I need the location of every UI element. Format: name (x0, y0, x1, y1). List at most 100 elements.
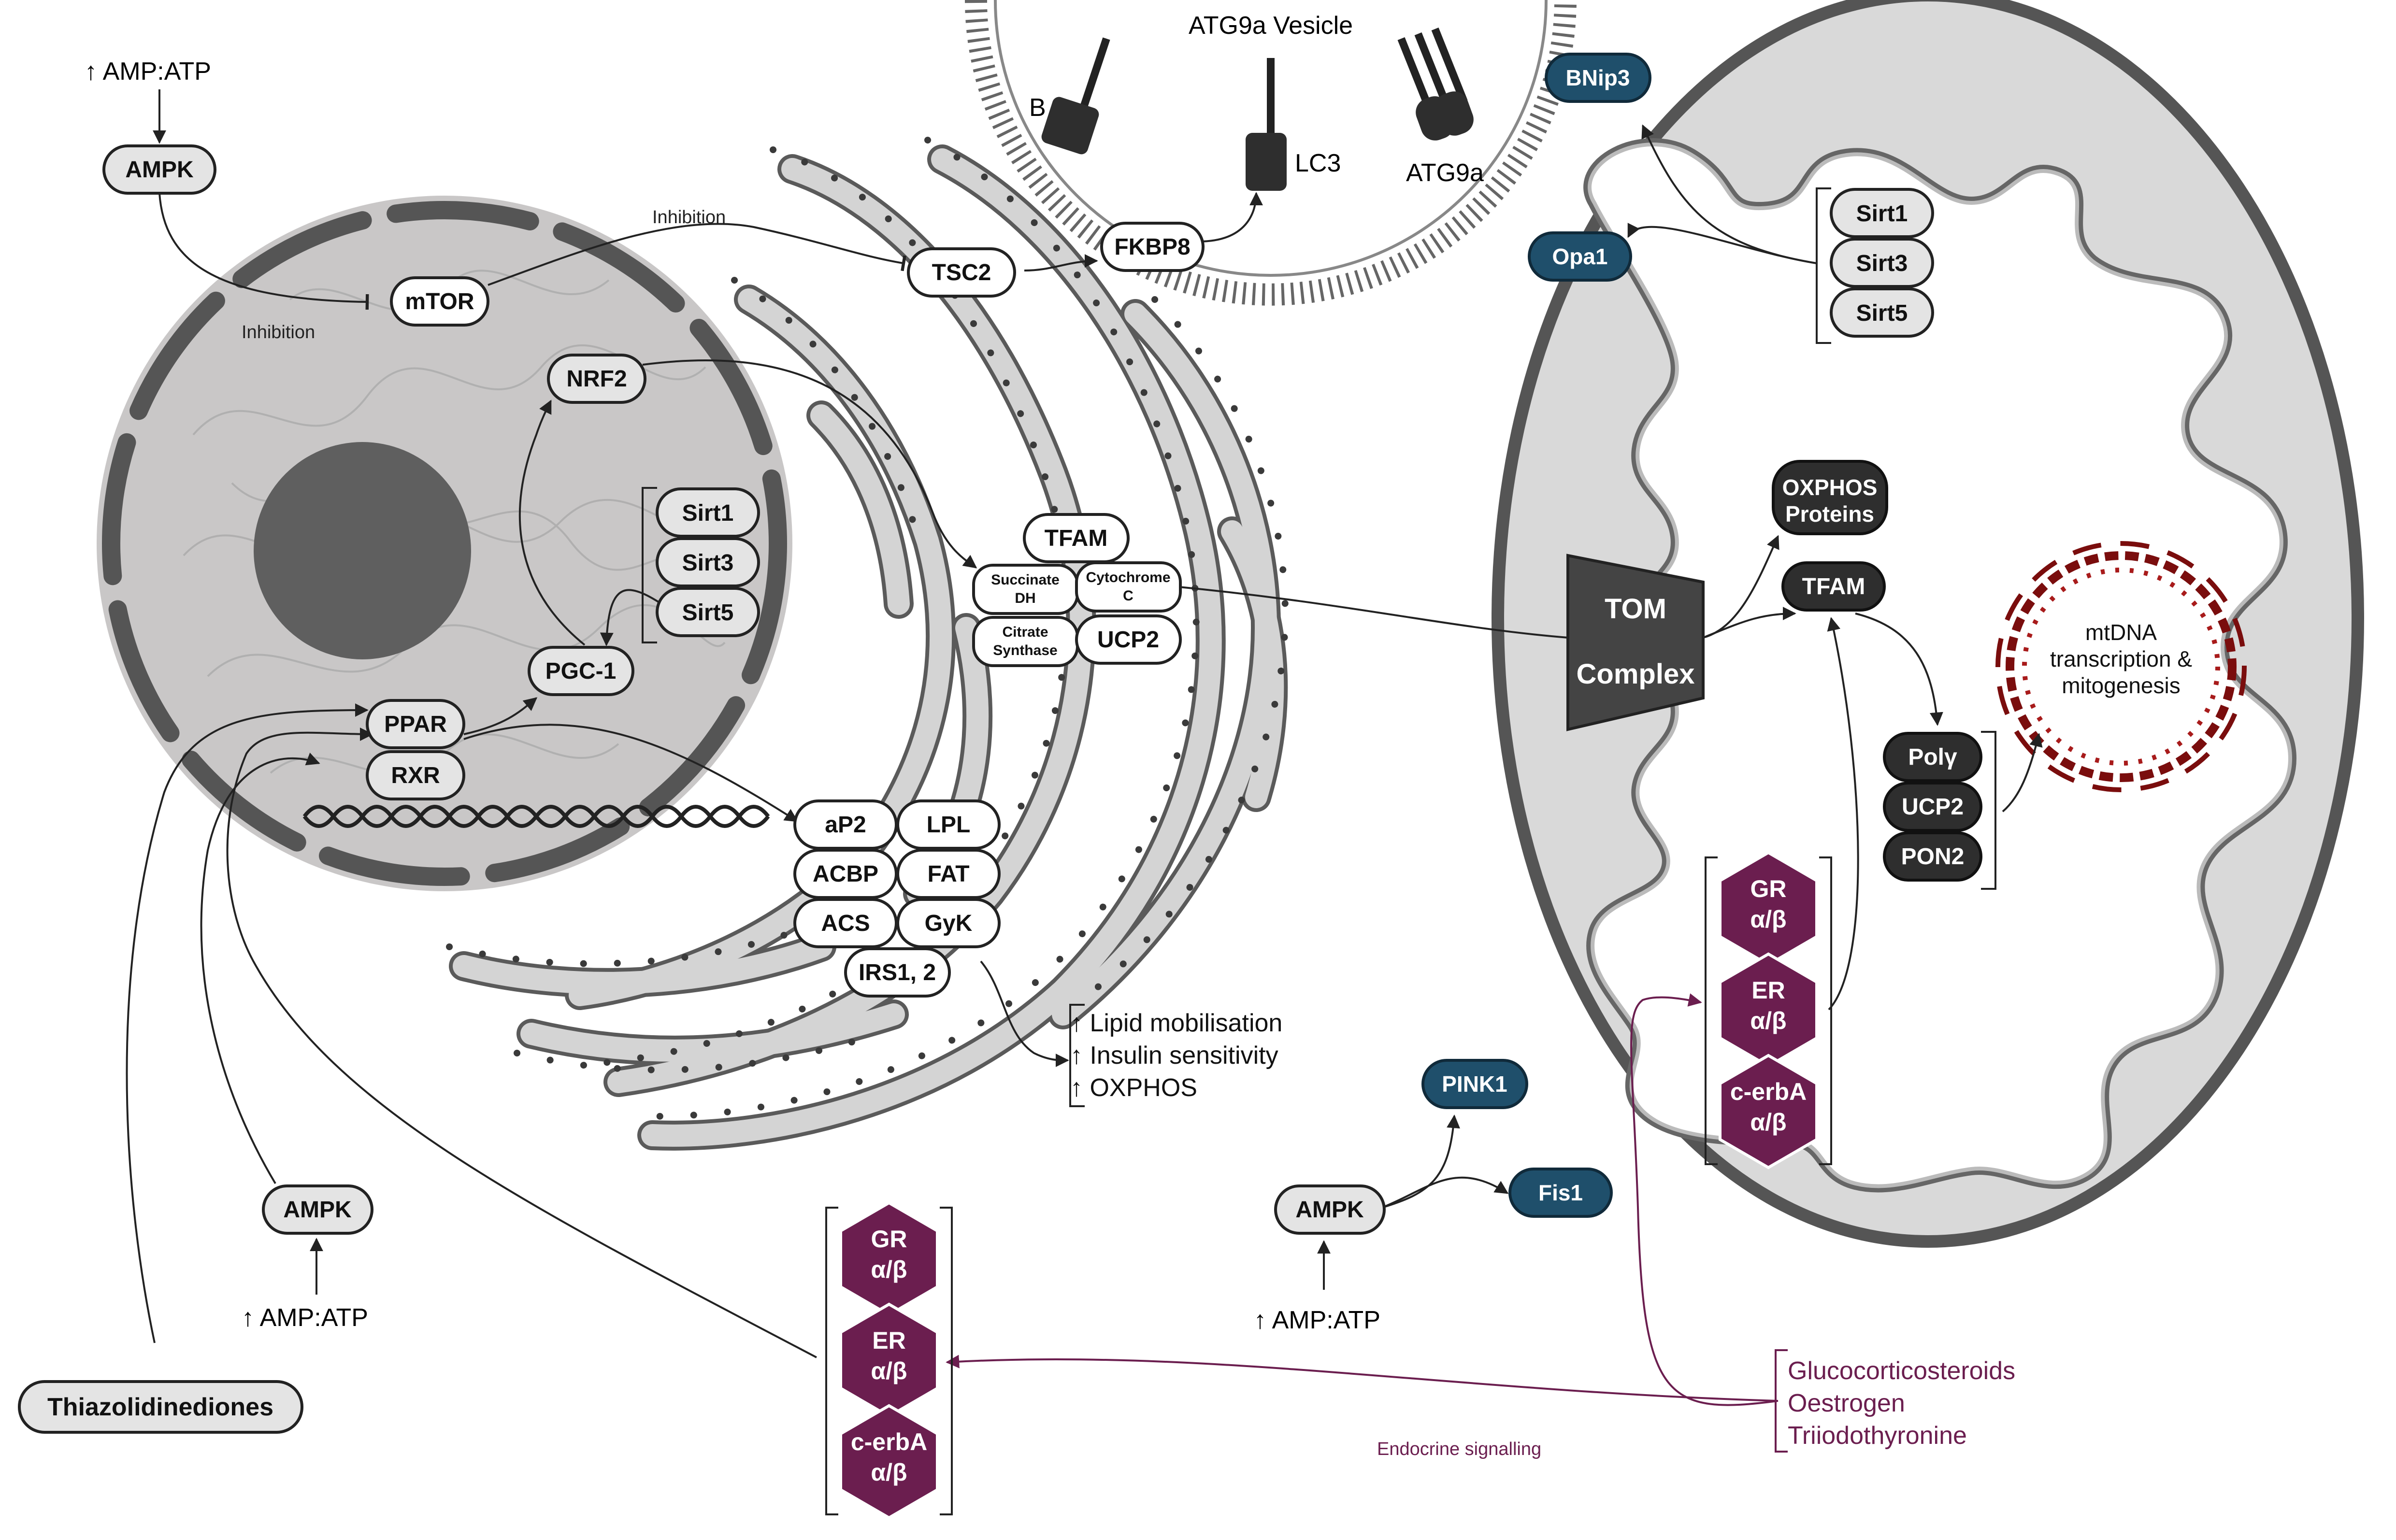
receptor-stack-left: GR α/β ER α/β c-erbA α/β (825, 1201, 953, 1520)
svg-text:BNip3: BNip3 (1566, 65, 1630, 90)
svg-text:ACS: ACS (821, 911, 870, 936)
effect-lipid-mobilisation: ↑ Lipid mobilisation (1070, 1009, 1282, 1037)
target-acbp: ACBP (793, 849, 898, 899)
nucleus-sirt1: Sirt1 (656, 487, 760, 538)
svg-text:AMPK: AMPK (1295, 1197, 1364, 1223)
tom-label: TOM (1605, 593, 1666, 625)
svg-text:UCP2: UCP2 (1902, 794, 1964, 820)
complex-label: Complex (1577, 658, 1695, 690)
mtdna: mtDNA transcription & mitogenesis (1995, 541, 2247, 792)
effect-oxphos: ↑ OXPHOS (1070, 1074, 1197, 1102)
hormone-list: Glucocorticosteroids Oestrogen Triiodoth… (1775, 1349, 2015, 1453)
svg-text:α/β: α/β (1750, 906, 1786, 933)
ampk-top-left: AMPK (102, 144, 216, 195)
svg-text:TFAM: TFAM (1802, 574, 1865, 599)
svg-text:DH: DH (1015, 590, 1035, 606)
svg-text:C: C (1123, 588, 1133, 604)
nucleus-sirt-group: Sirt1 Sirt3 Sirt5 (642, 487, 760, 643)
svg-text:UCP2: UCP2 (1097, 627, 1159, 653)
nucleus-sirt5: Sirt5 (656, 587, 760, 637)
poly-pill: Polγ (1883, 732, 1982, 782)
pgc1-pill: PGC-1 (528, 646, 634, 696)
ppar-target-grid: aP2 LPL ACBP FAT ACS GyK IRS1, 2 (793, 799, 1001, 998)
svg-text:α/β: α/β (1750, 1007, 1786, 1034)
svg-text:Sirt1: Sirt1 (1856, 201, 1908, 227)
svg-text:mTOR: mTOR (405, 289, 474, 314)
svg-text:FKBP8: FKBP8 (1114, 234, 1190, 260)
mito-sirt5: Sirt5 (1830, 287, 1934, 338)
target-gyk: GyK (896, 898, 1001, 948)
hex-er-left: ER α/β (839, 1302, 939, 1418)
poly-ucp2-pon2-group: Polγ UCP2 PON2 (1883, 731, 1996, 890)
svg-text:TSC2: TSC2 (932, 260, 991, 285)
svg-text:GyK: GyK (925, 911, 973, 936)
connectors (126, 89, 2043, 1406)
mito-sirt3: Sirt3 (1830, 238, 1934, 288)
svg-text:Sirt5: Sirt5 (1856, 300, 1908, 326)
svg-text:TFAM: TFAM (1045, 526, 1108, 551)
endocrine-signalling-label: Endocrine signalling (1377, 1439, 1541, 1459)
vesicle-title: ATG9a Vesicle (1189, 12, 1353, 40)
er-ucp2-pill: UCP2 (1075, 614, 1182, 665)
svg-text:α/β: α/β (871, 1459, 907, 1486)
svg-text:c-erbA: c-erbA (1730, 1078, 1807, 1105)
mito-ucp2-pill: UCP2 (1883, 782, 1982, 832)
atg9a-label: ATG9a (1406, 159, 1484, 187)
atg9a-vesicle: ATG9a Vesicle B LC3 ATG9a (965, 0, 1577, 306)
hex-cerba-mito: c-erbA α/β (1719, 1054, 1818, 1169)
svg-text:IRS1, 2: IRS1, 2 (859, 960, 936, 985)
svg-text:Sirt1: Sirt1 (682, 500, 734, 526)
tsc2-pill: TSC2 (907, 247, 1016, 298)
target-acs: ACS (793, 898, 898, 948)
amp-atp-mito: ↑ AMP:ATP (1254, 1306, 1380, 1334)
hormone-glucocorticosteroids: Glucocorticosteroids (1788, 1357, 2015, 1385)
mtdna-line-3: mitogenesis (2062, 673, 2180, 698)
svg-text:GR: GR (871, 1226, 907, 1253)
lc3-protein: LC3 (1246, 58, 1341, 191)
ppar-pill: PPAR (366, 699, 465, 749)
dna-helix (302, 805, 770, 828)
rxr-pill: RXR (366, 750, 465, 800)
pon2-pill: PON2 (1883, 831, 1982, 882)
svg-text:LPL: LPL (927, 812, 971, 838)
svg-text:PGC-1: PGC-1 (545, 658, 617, 684)
svg-text:FAT: FAT (927, 861, 969, 887)
inhibition-label-upper: Inhibition (652, 207, 726, 228)
cytochrome-c-pill: Cytochrome C (1075, 561, 1182, 613)
svg-text:α/β: α/β (871, 1357, 907, 1384)
bnip3-pill: BNip3 (1545, 53, 1651, 103)
target-fat: FAT (896, 849, 1001, 899)
svg-text:Succinate: Succinate (991, 572, 1060, 588)
svg-text:NRF2: NRF2 (566, 366, 627, 392)
amp-atp-top-left: ↑ AMP:ATP (85, 57, 211, 86)
svg-text:α/β: α/β (871, 1256, 907, 1283)
mtor-pill: mTOR (390, 276, 489, 327)
svg-text:AMPK: AMPK (283, 1197, 352, 1223)
hex-gr-left: GR α/β (839, 1201, 939, 1317)
nucleolus (254, 442, 471, 659)
svg-text:Sirt3: Sirt3 (682, 550, 734, 576)
succinate-dh-pill: Succinate DH (972, 564, 1079, 615)
mtdna-line-2: transcription & (2050, 646, 2192, 671)
mtdna-line-1: mtDNA (2085, 620, 2157, 645)
svg-text:Sirt5: Sirt5 (682, 600, 734, 626)
target-irs12: IRS1, 2 (844, 947, 951, 998)
receptor-stack-mito: GR α/β ER α/β c-erbA α/β (1705, 851, 1832, 1169)
mito-sirt-group: Sirt1 Sirt3 Sirt5 (1816, 187, 1934, 344)
effects-list: ↑ Lipid mobilisation ↑ Insulin sensitivi… (1069, 1004, 1282, 1107)
hormone-triiodothyronine: Triiodothyronine (1788, 1422, 1967, 1450)
svg-text:OXPHOS: OXPHOS (1782, 475, 1878, 500)
svg-text:Citrate: Citrate (1002, 624, 1048, 640)
svg-text:RXR: RXR (391, 763, 440, 788)
ampk-mito: AMPK (1274, 1184, 1386, 1235)
tom-complex: TOM Complex (1566, 554, 1705, 731)
effect-insulin-sensitivity: ↑ Insulin sensitivity (1070, 1041, 1278, 1069)
svg-text:α/β: α/β (1750, 1109, 1786, 1136)
mito-sirt1: Sirt1 (1830, 188, 1934, 238)
er-tfam-pill: TFAM (1023, 513, 1130, 563)
atg9a-protein: ATG9a (1397, 28, 1484, 187)
fis1-pill: Fis1 (1508, 1168, 1613, 1218)
target-lpl: LPL (896, 799, 1001, 850)
svg-text:Opa1: Opa1 (1552, 244, 1607, 269)
